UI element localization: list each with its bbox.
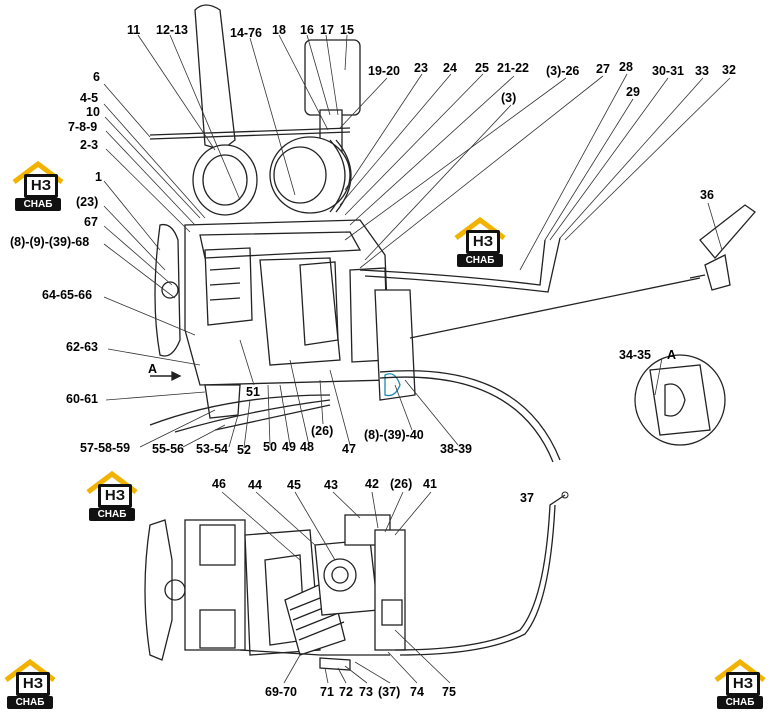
logo-watermark-4: НЗ СНАБ bbox=[2, 658, 58, 714]
callout-50: 50 bbox=[263, 440, 277, 454]
logo-watermark-2: НЗ СНАБ bbox=[452, 216, 508, 272]
callout-32: 32 bbox=[722, 63, 736, 77]
callout-11: 11 bbox=[127, 23, 141, 37]
callout-64-65-66: 64-65-66 bbox=[42, 288, 93, 302]
callout-45: 45 bbox=[287, 478, 301, 492]
callout-3: (3) bbox=[501, 91, 517, 105]
callout-53-54: 53-54 bbox=[196, 442, 228, 456]
callout-69-70: 69-70 bbox=[265, 685, 297, 699]
exhaust-pipe bbox=[194, 4, 236, 151]
detail-view-a bbox=[634, 354, 726, 446]
callout-8-9-39-68: (8)-(9)-(39)-68 bbox=[10, 235, 90, 249]
flywheel-bottom bbox=[374, 529, 406, 651]
logo-caption: СНАБ bbox=[7, 696, 53, 709]
callout-37: 37 bbox=[520, 491, 534, 505]
logo-mark: НЗ bbox=[16, 672, 50, 696]
callout-72: 72 bbox=[339, 685, 353, 699]
callout-52: 52 bbox=[237, 443, 251, 457]
logo-mark: НЗ bbox=[98, 484, 132, 508]
callout-17: 17 bbox=[320, 23, 334, 37]
callout-3-26: (3)-26 bbox=[546, 64, 580, 78]
callout-24: 24 bbox=[443, 61, 457, 75]
callout-38-39: 38-39 bbox=[440, 442, 472, 456]
callout-7-8-9: 7-8-9 bbox=[68, 120, 98, 134]
detail-view-label: A bbox=[667, 348, 677, 362]
logo-watermark-3: НЗ СНАБ bbox=[84, 470, 140, 526]
callout-57-58-59: 57-58-59 bbox=[80, 441, 131, 455]
callout-27: 27 bbox=[596, 62, 610, 76]
callout-48: 48 bbox=[300, 440, 314, 454]
callout-55-56: 55-56 bbox=[152, 442, 184, 456]
callout-46: 46 bbox=[212, 477, 226, 491]
callout-67: 67 bbox=[84, 215, 98, 229]
logo-caption: СНАБ bbox=[15, 198, 61, 211]
engine-block bbox=[184, 219, 391, 386]
callout-15: 15 bbox=[340, 23, 354, 37]
callout-4-5: 4-5 bbox=[80, 91, 99, 105]
callout-33: 33 bbox=[695, 64, 709, 78]
logo-watermark-5: НЗ СНАБ bbox=[712, 658, 768, 714]
callout-41: 41 bbox=[423, 477, 437, 491]
callout-1: 1 bbox=[95, 170, 102, 184]
logo-mark: НЗ bbox=[466, 230, 500, 254]
callout-29: 29 bbox=[626, 85, 640, 99]
callout-42: 42 bbox=[365, 477, 379, 491]
callout-10: 10 bbox=[86, 105, 100, 119]
callout-71: 71 bbox=[320, 685, 334, 699]
callout-25: 25 bbox=[475, 61, 489, 75]
callout-6: 6 bbox=[93, 70, 100, 84]
callout-47: 47 bbox=[342, 442, 356, 456]
callout-28: 28 bbox=[619, 60, 633, 74]
callout-73: 73 bbox=[359, 685, 373, 699]
callout-8-39-40: (8)-(39)-40 bbox=[364, 428, 424, 442]
callout-2-3: 2-3 bbox=[80, 138, 99, 152]
view-arrow-label: A bbox=[148, 362, 158, 376]
fan-bottom bbox=[144, 519, 173, 661]
oil-pan bbox=[204, 384, 241, 419]
callout-36: 36 bbox=[700, 188, 714, 202]
callout-26-ref: (26) bbox=[311, 424, 334, 438]
callout-74: 74 bbox=[410, 685, 424, 699]
callout-43: 43 bbox=[324, 478, 338, 492]
callout-44: 44 bbox=[248, 478, 262, 492]
logo-mark: НЗ bbox=[726, 672, 760, 696]
callout-16: 16 bbox=[300, 23, 314, 37]
logo-caption: СНАБ bbox=[457, 254, 503, 267]
callout-30-31: 30-31 bbox=[652, 64, 684, 78]
callout-14-76: 14-76 bbox=[230, 26, 262, 40]
callout-21-22: 21-22 bbox=[497, 61, 529, 75]
callout-37-ref: (37) bbox=[378, 685, 401, 699]
callout-34-35: 34-35 bbox=[619, 348, 651, 362]
callout-12-13: 12-13 bbox=[156, 23, 188, 37]
flywheel-housing bbox=[374, 289, 416, 401]
logo-watermark-1: НЗ СНАБ bbox=[10, 160, 66, 216]
callout-49: 49 bbox=[282, 440, 296, 454]
logo-caption: СНАБ bbox=[89, 508, 135, 521]
callout-18: 18 bbox=[272, 23, 286, 37]
engine-block-bottom bbox=[184, 519, 246, 651]
callout-26-bottom: (26) bbox=[390, 477, 413, 491]
callout-75: 75 bbox=[442, 685, 456, 699]
callout-51: 51 bbox=[246, 385, 260, 399]
callout-19-20: 19-20 bbox=[368, 64, 400, 78]
cooling-fan bbox=[154, 223, 181, 357]
callout-23-ref: (23) bbox=[76, 195, 99, 209]
air-cleaner-drum bbox=[269, 136, 351, 214]
logo-mark: НЗ bbox=[24, 174, 58, 198]
logo-caption: СНАБ bbox=[717, 696, 763, 709]
callout-62-63: 62-63 bbox=[66, 340, 98, 354]
callout-23: 23 bbox=[414, 61, 428, 75]
pedal-assembly bbox=[699, 204, 756, 260]
callout-60-61: 60-61 bbox=[66, 392, 98, 406]
